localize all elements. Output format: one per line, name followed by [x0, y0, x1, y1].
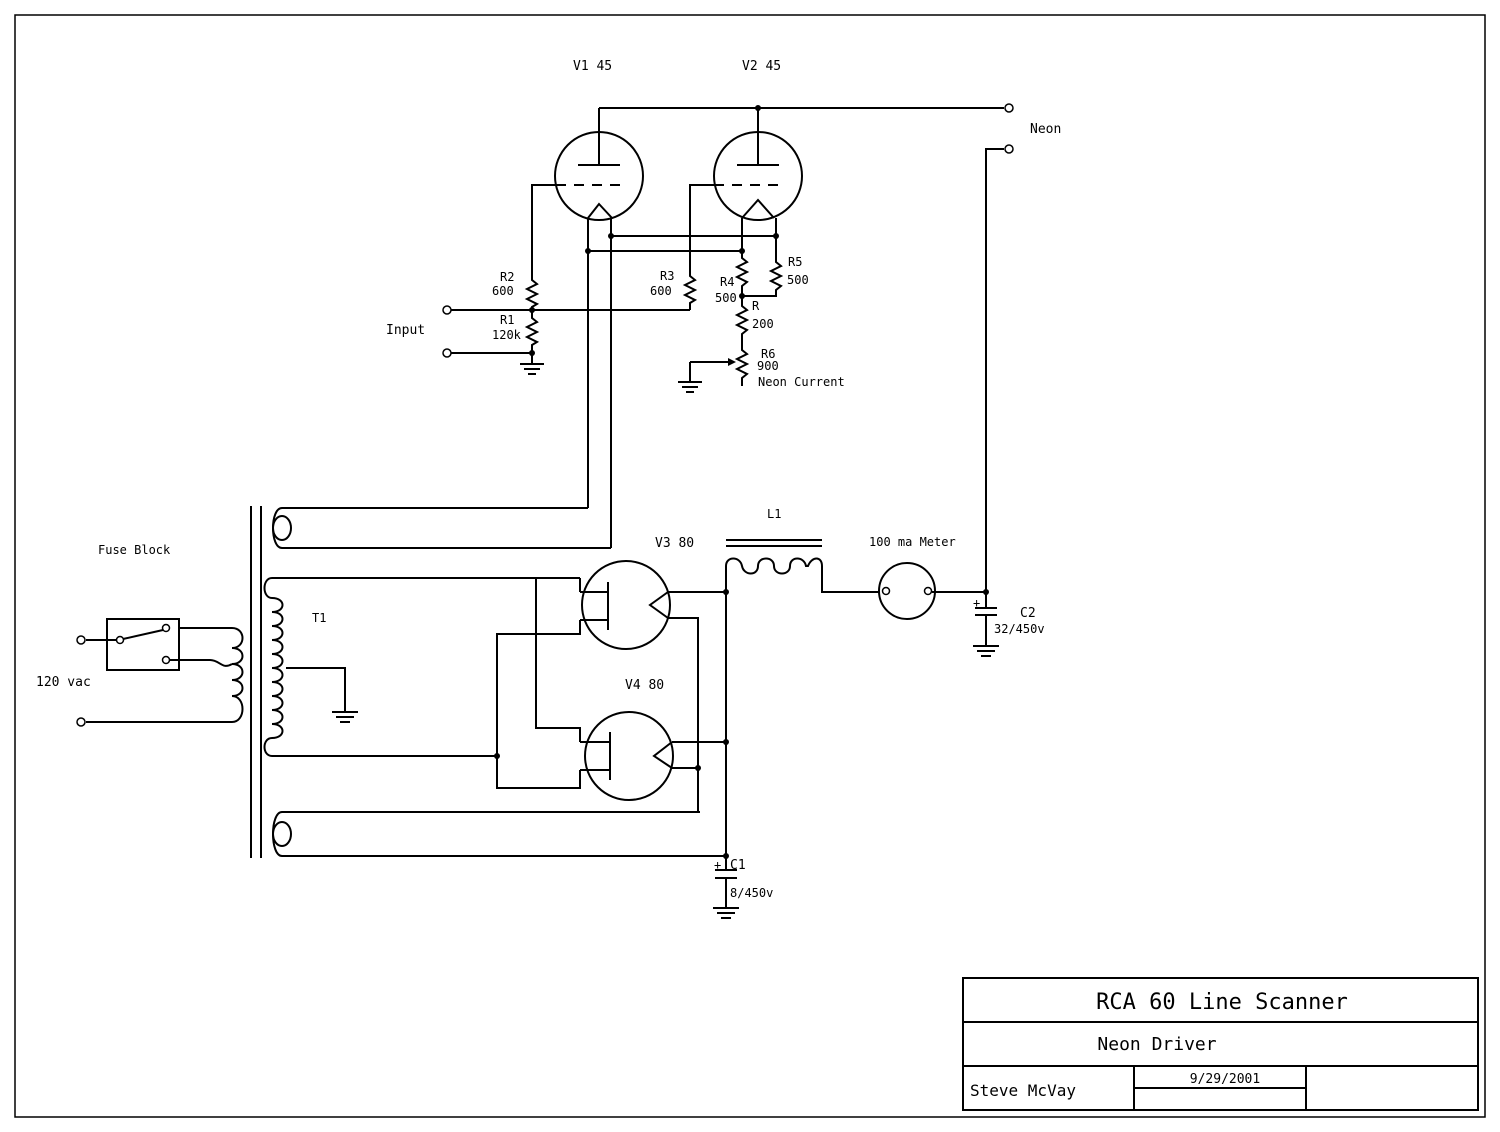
label-r5: R5	[788, 255, 802, 269]
tube-v4	[580, 711, 674, 801]
label-r4: R4	[720, 275, 734, 289]
label-l1: L1	[767, 507, 781, 521]
potentiometer-r6[interactable]	[734, 345, 750, 386]
label-neon: Neon	[1030, 122, 1061, 137]
title-block-author: Steve McVay	[970, 1081, 1076, 1100]
resistor-r2	[524, 276, 540, 310]
label-r3: R3	[660, 269, 674, 283]
title-block-date: 9/29/2001	[1190, 1072, 1260, 1087]
label-r3-value: 600	[650, 284, 672, 298]
label-r-value: 200	[752, 317, 774, 331]
label-r: R	[752, 299, 760, 313]
label-v1: V1 45	[573, 59, 612, 74]
label-r6: R6	[761, 347, 775, 361]
label-vac: 120 vac	[36, 675, 91, 690]
tube-v1	[554, 108, 644, 221]
label-r1-value: 120k	[492, 328, 522, 342]
label-r5-value: 500	[787, 273, 809, 287]
title-block: RCA 60 Line Scanner Neon Driver Steve Mc…	[962, 977, 1479, 1111]
inductor-l1	[725, 539, 880, 593]
label-r1: R1	[500, 313, 514, 327]
transformer-t1	[86, 506, 726, 858]
ground-r6	[678, 362, 702, 393]
resistor-r	[734, 296, 750, 345]
page-border	[14, 14, 1486, 1118]
label-fuse-block: Fuse Block	[98, 543, 171, 557]
resistor-r3	[682, 270, 698, 310]
title-block-title: RCA 60 Line Scanner	[1096, 990, 1348, 1015]
resistor-r4	[734, 251, 750, 296]
label-r4-value: 500	[715, 291, 737, 305]
label-c2: C2	[1020, 606, 1036, 621]
label-neon-current: Neon Current	[758, 375, 845, 389]
label-c1: C1	[730, 858, 746, 873]
label-t1: T1	[312, 611, 326, 625]
svg-text:+: +	[714, 858, 721, 872]
tube-v2	[713, 108, 803, 221]
ground-r1	[520, 353, 544, 375]
label-r6-value: 900	[757, 359, 779, 373]
rectifier-wiring	[494, 578, 729, 870]
filament-wiring	[585, 218, 779, 548]
label-v2: V2 45	[742, 59, 781, 74]
label-c2-value: 32/450v	[994, 622, 1045, 636]
plate-bus	[599, 103, 1014, 592]
input-terminals[interactable]	[442, 305, 532, 358]
resistor-r5	[742, 256, 784, 297]
resistor-r1	[524, 310, 540, 353]
fuse-block[interactable]	[76, 618, 233, 727]
label-r2-value: 600	[492, 284, 514, 298]
meter-100ma	[878, 562, 989, 620]
title-block-subtitle: Neon Driver	[1097, 1034, 1216, 1055]
label-input: Input	[386, 323, 425, 338]
svg-text:+: +	[973, 596, 980, 610]
label-c1-value: 8/450v	[730, 886, 773, 900]
label-v4: V4 80	[625, 678, 664, 693]
tube-v3	[580, 560, 671, 650]
label-r2: R2	[500, 270, 514, 284]
capacitor-c1: +	[713, 858, 739, 919]
v1-grid-wire	[531, 184, 556, 276]
label-meter: 100 ma Meter	[869, 535, 956, 549]
capacitor-c2: +	[973, 592, 999, 657]
label-v3: V3 80	[655, 536, 694, 551]
